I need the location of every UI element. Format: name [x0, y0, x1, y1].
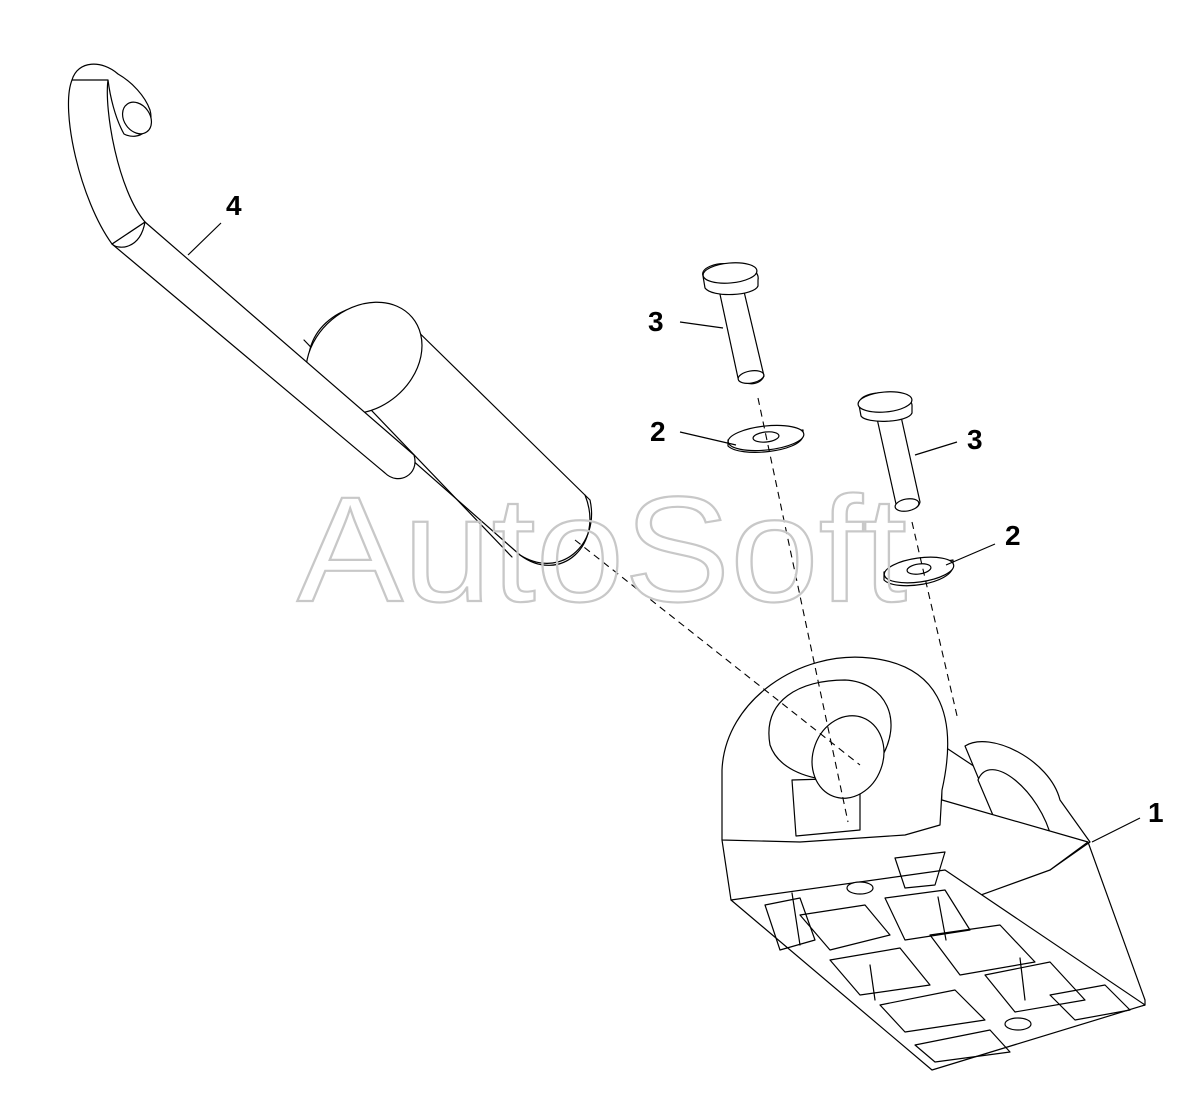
assembly-lines	[574, 397, 959, 823]
callout-2-lower: 2	[1005, 520, 1021, 551]
part-3-bolt-upper	[702, 262, 765, 385]
leader-lines	[187, 222, 1141, 843]
callout-1: 1	[1148, 797, 1164, 828]
part-1-pedal-block	[721, 656, 1146, 1071]
part-4-handle	[67, 63, 593, 566]
callout-3-lower: 3	[967, 424, 983, 455]
callout-3-upper: 3	[648, 306, 664, 337]
callout-4: 4	[226, 190, 242, 221]
part-2-washer-lower	[883, 556, 955, 587]
watermark-text: AutoSoft	[297, 465, 907, 633]
callout-2-upper: 2	[650, 416, 666, 447]
part-3-bolt-lower	[857, 391, 921, 512]
